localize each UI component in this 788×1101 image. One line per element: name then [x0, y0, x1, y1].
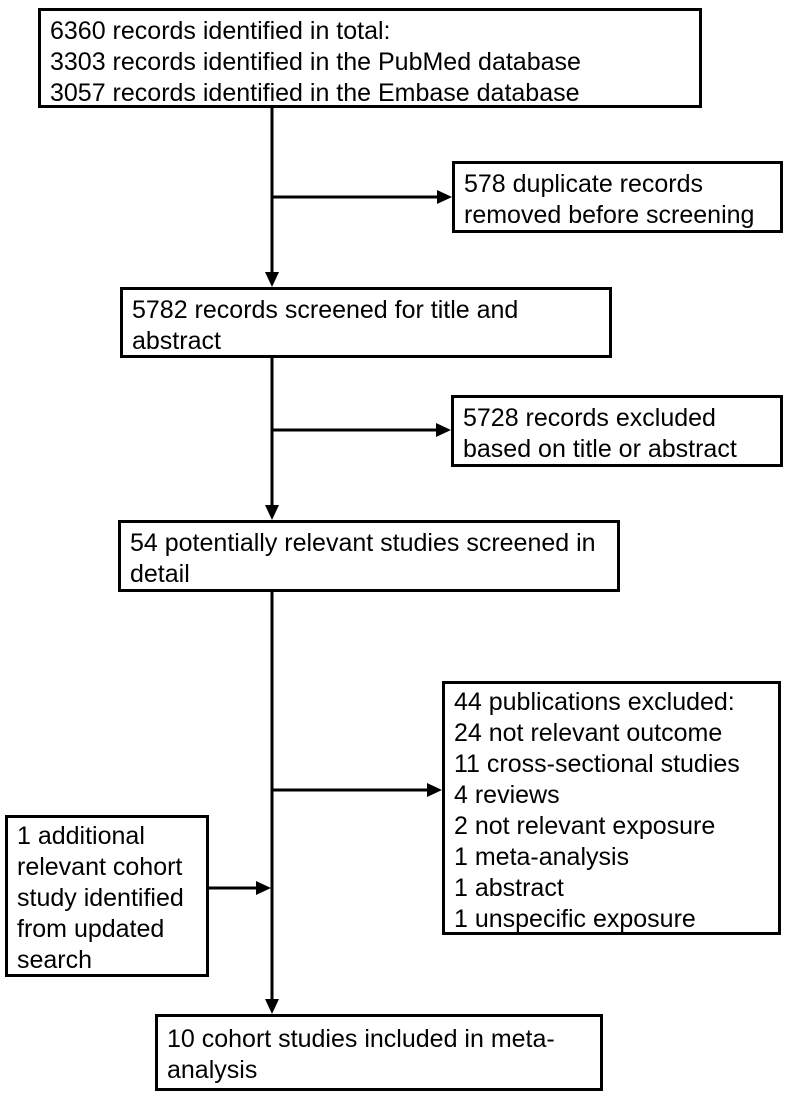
arrow-additional-to-main — [209, 881, 271, 895]
duplicates-removed-box: 578 duplicate records removed before scr… — [452, 161, 783, 233]
records-identified-box: 6360 records identified in total: 3303 r… — [38, 8, 702, 108]
arrow-to-publications-excluded — [271, 783, 442, 797]
additional-study-box: 1 additional relevant cohort study ident… — [5, 815, 209, 977]
arrow-to-duplicates-removed — [271, 190, 452, 204]
arrow-identified-to-screened — [265, 108, 279, 287]
records-screened-box: 5782 records screened for title and abst… — [120, 287, 612, 358]
studies-included-box: 10 cohort studies included in meta- anal… — [155, 1014, 603, 1091]
arrow-detail-to-included — [265, 592, 279, 1014]
studies-screened-detail-box: 54 potentially relevant studies screened… — [118, 520, 620, 592]
arrow-to-records-excluded — [271, 423, 451, 437]
records-excluded-box: 5728 records excluded based on title or … — [451, 395, 783, 467]
arrow-screened-to-detail — [265, 358, 279, 520]
publications-excluded-box: 44 publications excluded: 24 not relevan… — [442, 681, 781, 935]
